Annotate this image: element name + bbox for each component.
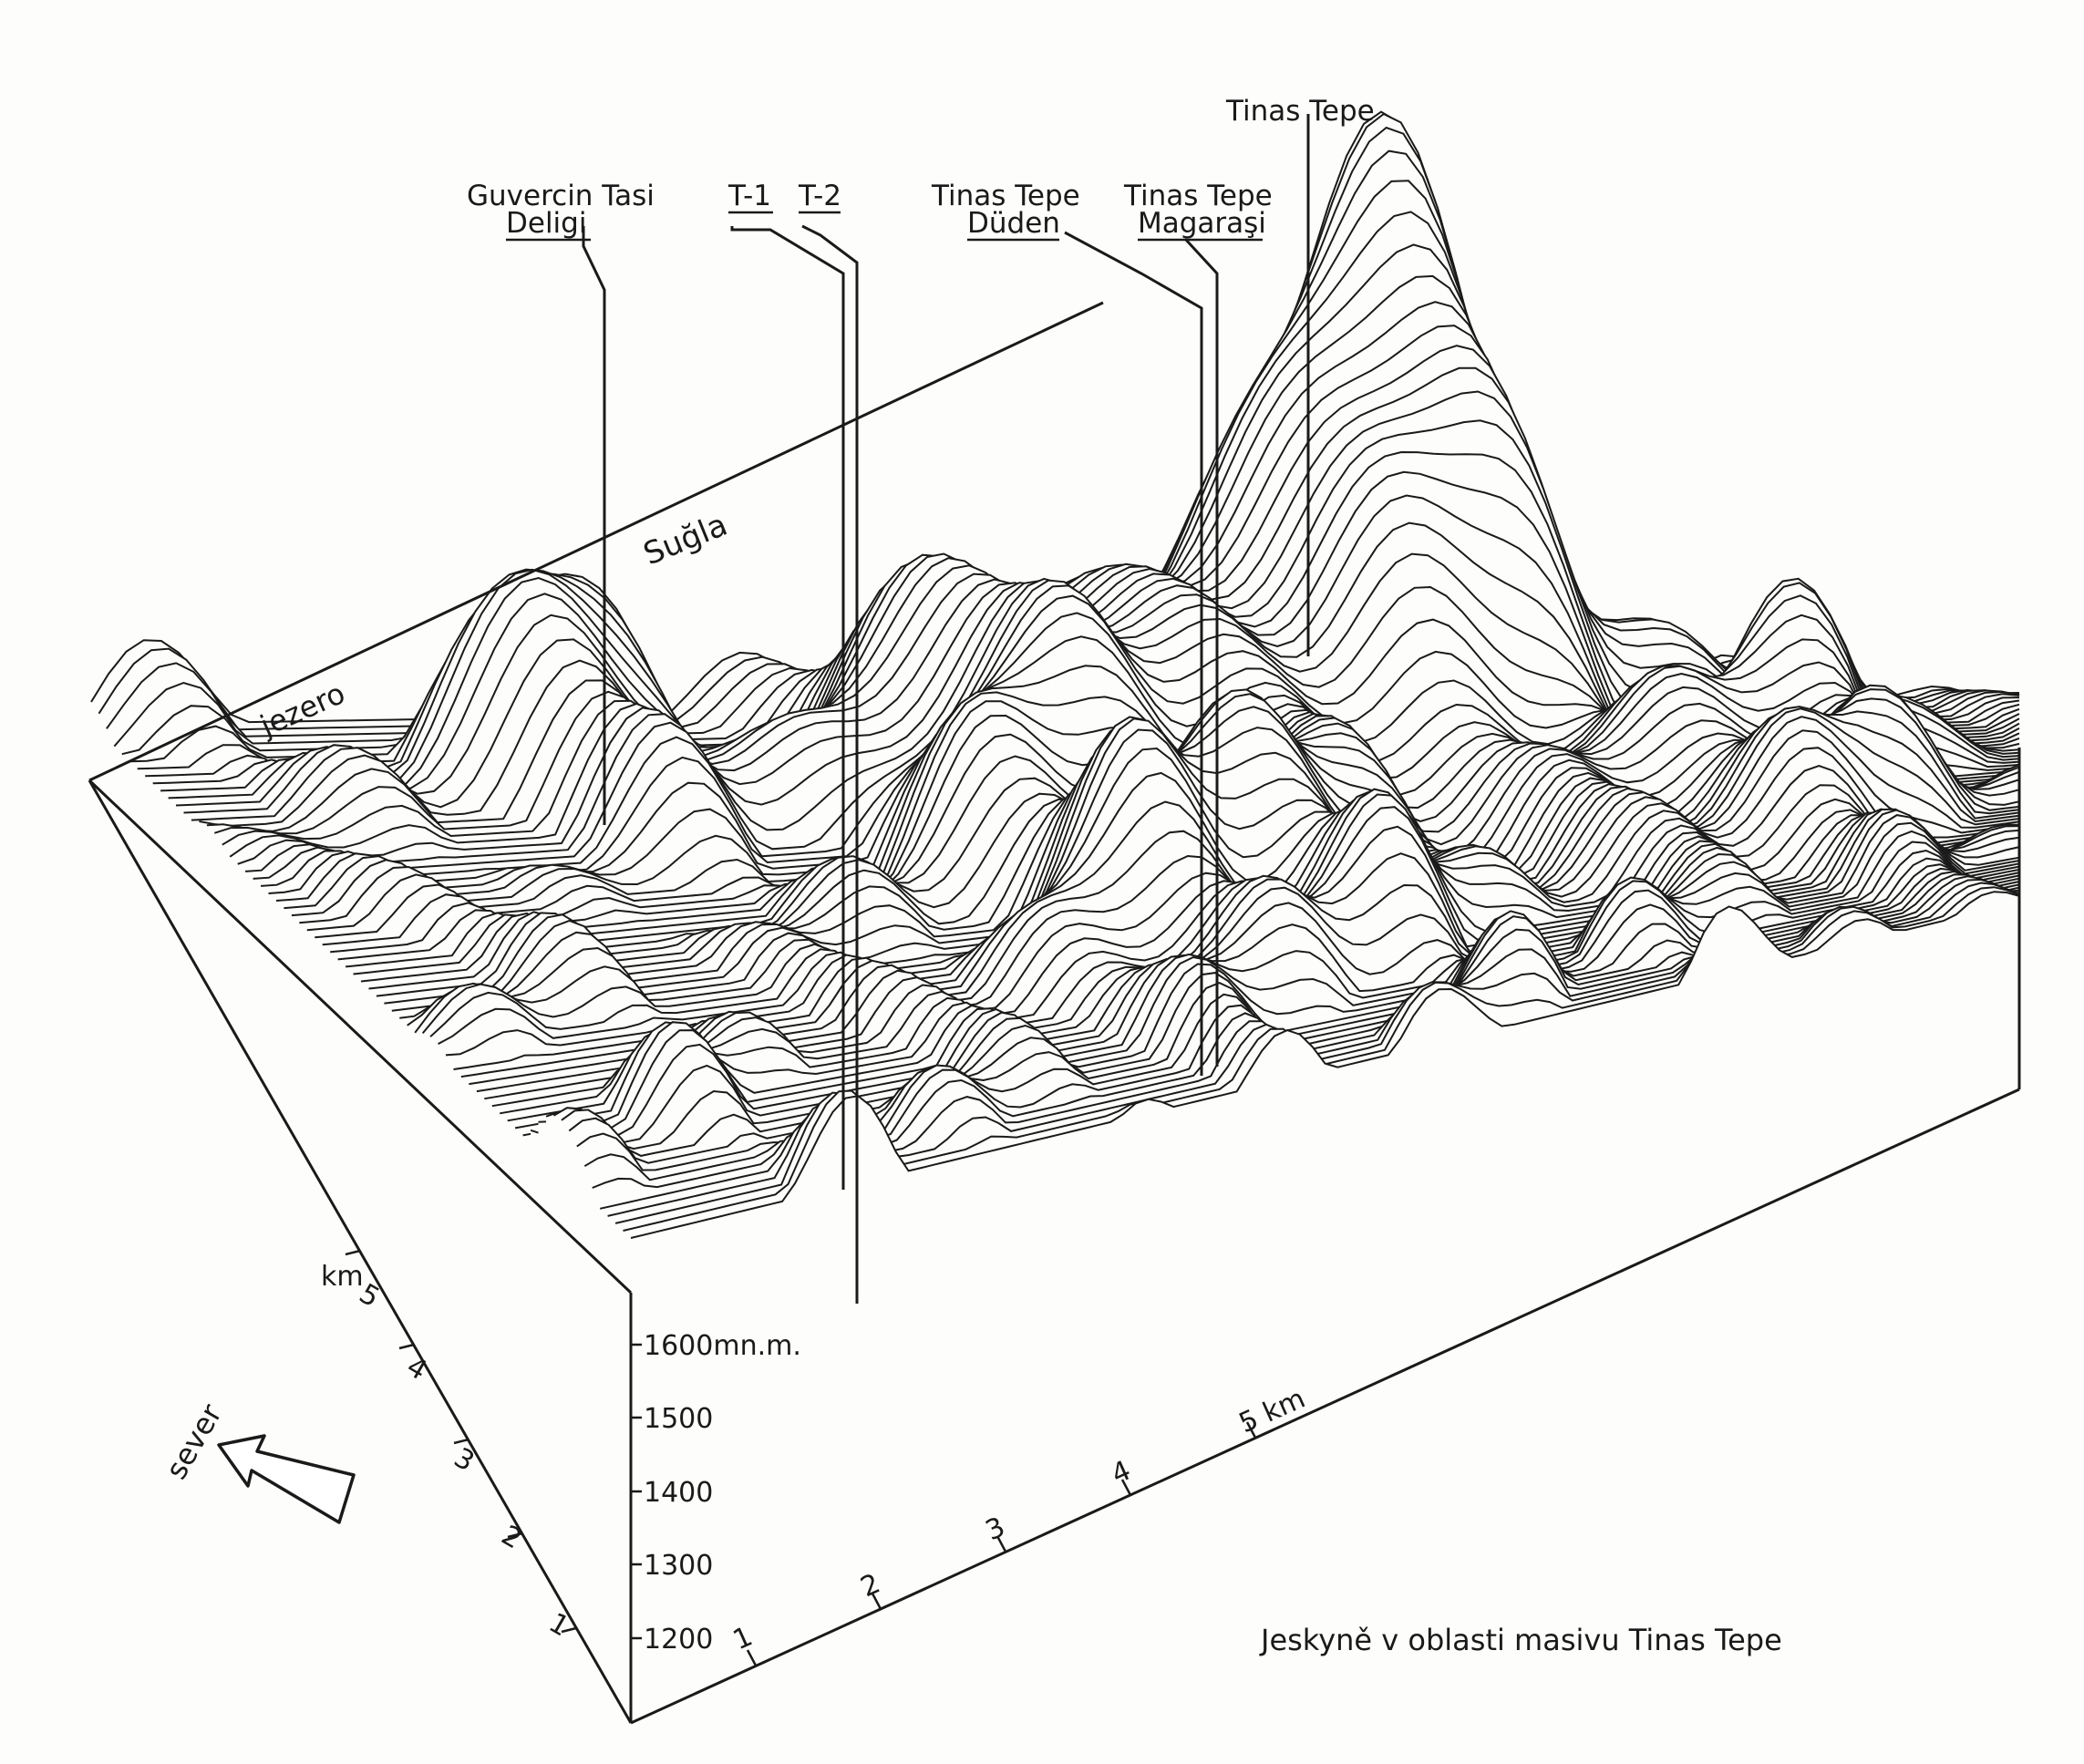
- x-tick-1: 1: [728, 1621, 758, 1657]
- elev-tick-1300: 1300: [644, 1550, 713, 1582]
- duden-label-line1: Tinas Tepe: [931, 180, 1080, 212]
- guvercin-label-line1: Guvercin Tasi: [467, 180, 655, 212]
- x-tick-4: 4: [1107, 1455, 1136, 1491]
- elev-tick-1600: 1600mn.m.: [644, 1330, 801, 1362]
- north-arrow: sever: [159, 1398, 356, 1524]
- y-axis: 1 2 3 4 5 km: [321, 1249, 577, 1644]
- block-bottom-front-edge: [630, 1088, 2020, 1725]
- block-edges: [88, 301, 2021, 1725]
- terrain-profile-line: [429, 728, 2020, 1037]
- y-tick-2: 2: [496, 1520, 527, 1556]
- guvercin-label-line2: Deligi: [506, 207, 586, 240]
- terrain-profile-lines: [90, 110, 2020, 1347]
- terrain-profile-line: [421, 716, 2020, 1035]
- elev-tick-1400: 1400: [644, 1477, 713, 1509]
- elev-tick-1200: 1200: [644, 1624, 713, 1656]
- x-tick-2: 2: [856, 1568, 885, 1604]
- block-left-side-edge: [88, 779, 633, 1295]
- terrain-ribbon-fill: [631, 892, 2019, 1347]
- y-tick-1: 1: [543, 1607, 574, 1644]
- terrain-profile-line: [552, 849, 2020, 1150]
- elev-tick-1500: 1500: [644, 1403, 713, 1435]
- suhla-label: Suğla: [638, 507, 732, 573]
- terrain-profile-line: [291, 582, 2020, 917]
- terrain-profile-line: [630, 891, 2020, 1239]
- diagram-caption: Jeskyně v oblasti masivu Tinas Tepe: [1259, 1623, 1782, 1657]
- block-top-left-edge: [88, 301, 1104, 782]
- duden-label-line2: Düden: [967, 207, 1060, 240]
- magarasi-label-line1: Tinas Tepe: [1123, 180, 1273, 212]
- t2-marker-line: [801, 224, 859, 1304]
- terrain-profile-line: [299, 594, 2020, 924]
- x-axis: 1 2 3 4 5 km: [728, 1383, 1310, 1666]
- guvercin-marker-line: [582, 226, 606, 825]
- t1-marker-line: [730, 226, 845, 1190]
- terrain-profile-line: [407, 706, 2020, 1026]
- y-tick-3: 3: [449, 1442, 480, 1479]
- duden-marker-line: [1064, 231, 1203, 1076]
- cave-labels: Guvercin Tasi Deligi T-1 T-2 Tinas Tepe …: [467, 95, 1375, 242]
- north-label: sever: [159, 1398, 229, 1485]
- magarasi-marker-line: [1183, 237, 1219, 1067]
- terrain-profile-line: [438, 747, 2020, 1045]
- cave-marker-lines: [582, 114, 1310, 1304]
- terrain-profile-line: [199, 345, 2020, 827]
- x-tick-3: 3: [981, 1511, 1010, 1548]
- terrain-profile-line: [191, 325, 2020, 821]
- t2-label: T-2: [798, 180, 841, 212]
- terrain-profile-line: [391, 693, 2020, 1012]
- terrain-profile-line: [530, 821, 2020, 1139]
- terrain-profile-line: [538, 830, 2020, 1141]
- elevation-axis: 1600mn.m. 1500 1400 1300 1200: [631, 1330, 801, 1656]
- north-arrow-icon: [217, 1434, 356, 1524]
- y-axis-unit: km: [321, 1261, 364, 1293]
- t1-label: T-1: [727, 180, 771, 212]
- magarasi-label-line2: Magaraşi: [1138, 207, 1266, 240]
- terrain-profile-line: [399, 706, 2020, 1019]
- summit-label: Tinas Tepe: [1225, 95, 1375, 128]
- terrain-profile-line: [545, 841, 2020, 1146]
